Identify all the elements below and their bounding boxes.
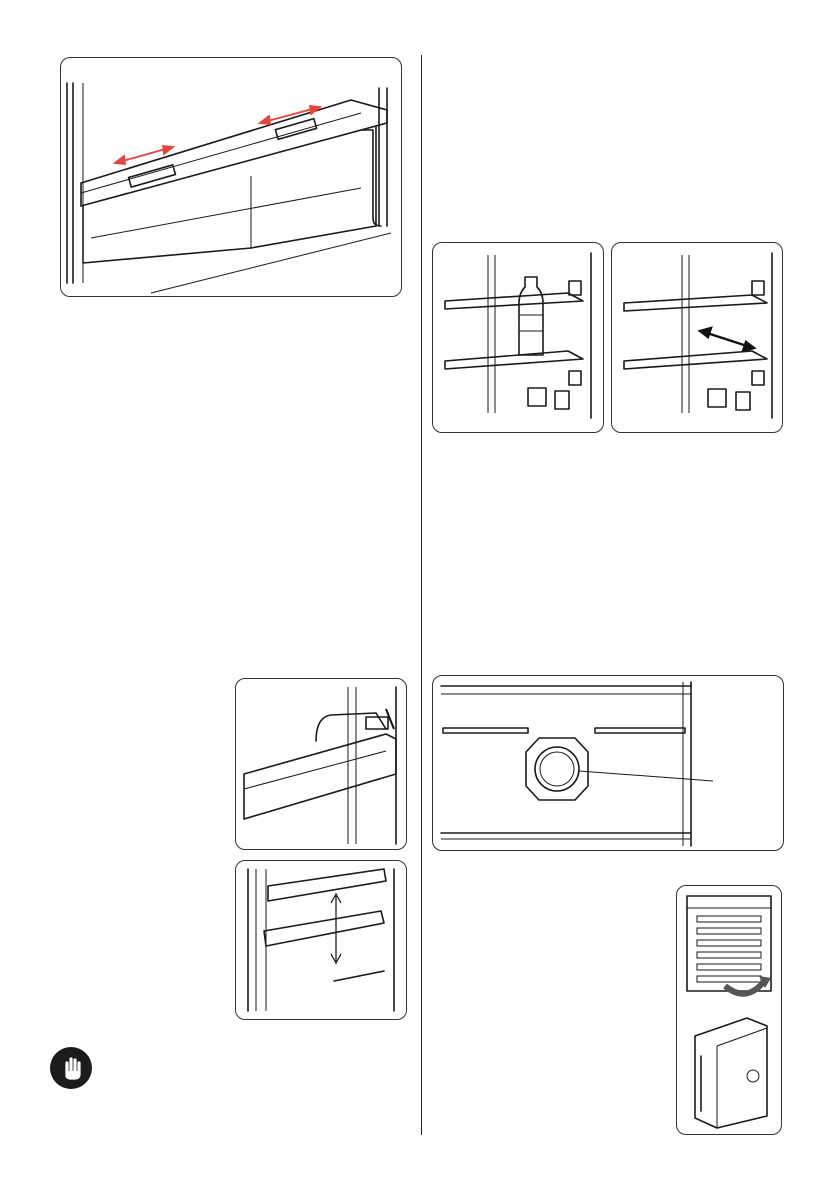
slide-arrow-left bbox=[115, 146, 173, 164]
vertical-double-arrow-icon bbox=[331, 894, 341, 963]
crisper-cover-illustration bbox=[60, 57, 402, 297]
double-arrow-icon bbox=[700, 328, 754, 351]
column-divider bbox=[421, 55, 422, 1135]
filter-holder-illustration bbox=[676, 885, 782, 1135]
shelf-bottle-illustration bbox=[432, 242, 604, 433]
shelf-adjust-illustration bbox=[611, 242, 783, 433]
slide-arrow-right bbox=[260, 106, 320, 124]
hand-stop-icon bbox=[50, 1047, 92, 1089]
door-rack-height-illustration bbox=[235, 860, 407, 1020]
fan-cover-illustration bbox=[432, 675, 784, 851]
door-rack-removal-illustration bbox=[235, 678, 407, 850]
